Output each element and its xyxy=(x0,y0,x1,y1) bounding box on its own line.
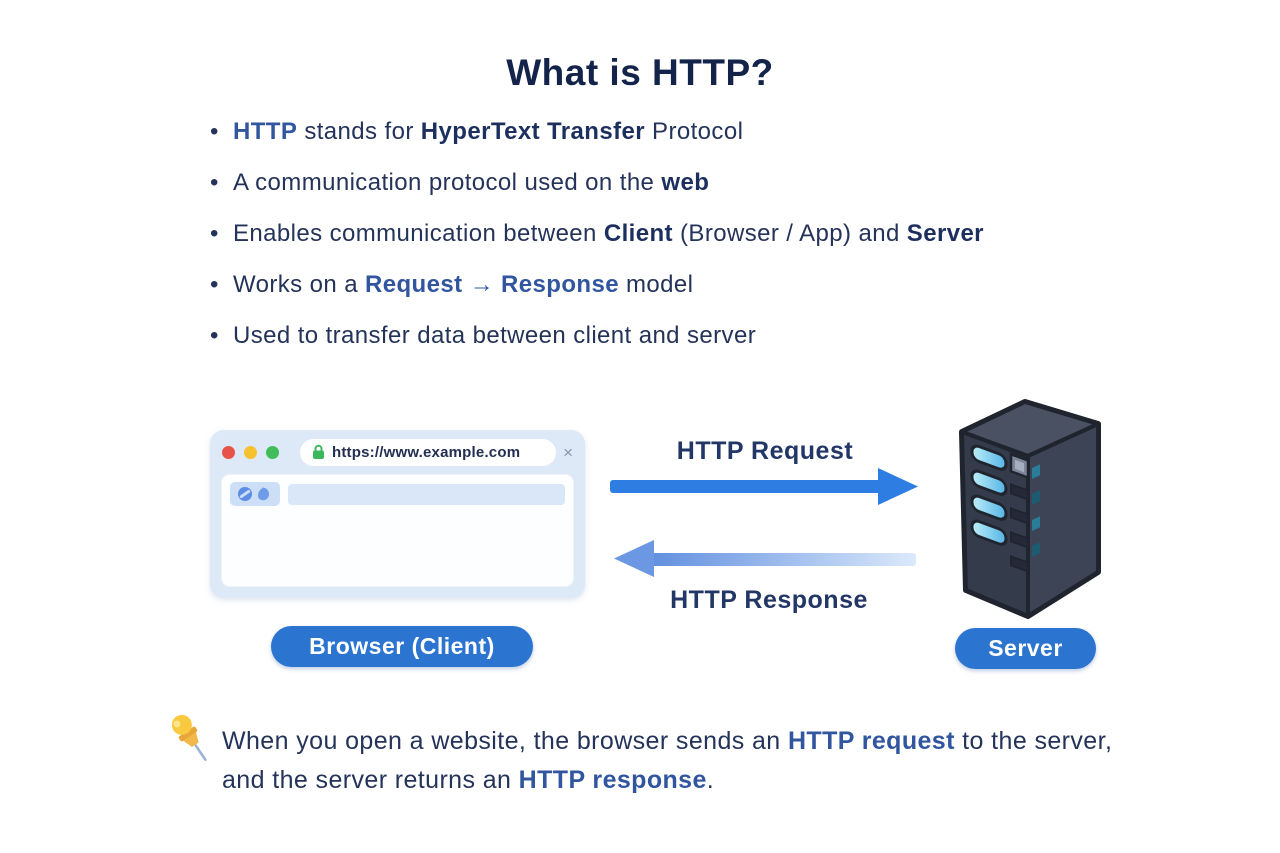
browser-window-mockup: https://www.example.com × xyxy=(198,430,597,604)
address-bar: https://www.example.com xyxy=(300,438,557,466)
bullet-text: HTTP stands for HyperText Transfer Proto… xyxy=(233,118,743,146)
bullet-text-segment: Used to transfer data between client and… xyxy=(233,322,757,349)
http-request-label: HTTP Request xyxy=(676,437,854,465)
bullet-list: • HTTP stands for HyperText Transfer Pro… xyxy=(210,118,1160,373)
page-title: What is HTTP? xyxy=(506,52,774,93)
http-response-label: HTTP Response xyxy=(670,586,868,614)
bullet-text-segment: A communication protocol used on the xyxy=(233,169,662,196)
browser-viewport xyxy=(221,474,574,587)
browser-titlebar: https://www.example.com × xyxy=(210,430,585,474)
request-arrow xyxy=(610,468,918,505)
bullet-text: Works on a Request → Response model xyxy=(233,271,693,299)
bullet-marker: • xyxy=(210,118,219,145)
bullet-text-segment: Client xyxy=(603,220,673,247)
bullet-item: • A communication protocol used on the w… xyxy=(210,169,1160,197)
bullet-text-segment: stands for xyxy=(297,118,421,145)
bullet-item: • HTTP stands for HyperText Transfer Pro… xyxy=(210,118,1160,146)
bullet-text-segment: Works on a xyxy=(233,271,366,298)
server-badge: Server xyxy=(955,628,1096,669)
bullet-marker: • xyxy=(210,220,219,247)
bullet-text-segment: model xyxy=(618,271,694,298)
bullet-marker: • xyxy=(210,169,219,196)
lock-icon xyxy=(313,444,324,459)
bullet-text: A communication protocol used on the web xyxy=(233,169,709,197)
bullet-item: • Works on a Request → Response model xyxy=(210,271,1160,299)
browser-toolbar xyxy=(230,482,565,506)
browser-logo-icons xyxy=(230,482,280,506)
bullet-marker: • xyxy=(210,322,219,349)
server-illustration xyxy=(959,399,1101,619)
server-led-panels xyxy=(970,444,1008,546)
browser-navigation-bar xyxy=(288,483,565,505)
note-text-segment: HTTP request xyxy=(787,727,955,755)
traffic-light-green-icon xyxy=(266,445,279,459)
bullet-marker: • xyxy=(210,271,219,298)
traffic-light-red-icon xyxy=(222,445,235,459)
bullet-text-segment: (Browser / App) and xyxy=(672,220,907,247)
note-text: When you open a website, the browser sen… xyxy=(222,722,1137,800)
bullet-item: • Used to transfer data between client a… xyxy=(210,322,1160,350)
server-display-panel xyxy=(1009,452,1030,573)
bullet-text-segment: Server xyxy=(906,220,984,247)
note-text-segment: . xyxy=(706,766,715,794)
bullet-text-segment: web xyxy=(661,169,710,196)
bullet-text-segment: Enables communication between xyxy=(233,220,604,247)
close-icon: × xyxy=(563,442,573,462)
client-badge: Browser (Client) xyxy=(271,626,533,667)
response-arrow xyxy=(614,540,916,577)
bullet-text-segment: HTTP xyxy=(233,118,298,145)
server-indicator-leds xyxy=(1032,464,1040,557)
bullet-text-segment: HyperText Transfer xyxy=(420,118,645,145)
bullet-text: Enables communication between Client (Br… xyxy=(233,220,984,248)
note-text-segment: When you open a website, the browser sen… xyxy=(222,727,788,755)
bullet-text-segment: Protocol xyxy=(644,118,744,145)
note-text-segment: HTTP response xyxy=(518,766,707,794)
note-text-segment: to the server, and the server returns an xyxy=(222,727,1113,794)
bullet-text-segment: Request → Response xyxy=(365,271,619,298)
bullet-text: Used to transfer data between client and… xyxy=(233,322,756,350)
url-text: https://www.example.com xyxy=(332,443,521,461)
traffic-light-yellow-icon xyxy=(244,445,257,459)
bullet-item: • Enables communication between Client (… xyxy=(210,220,1160,248)
pushpin-icon xyxy=(171,714,207,762)
toolbar-glyph-icons xyxy=(238,487,270,501)
